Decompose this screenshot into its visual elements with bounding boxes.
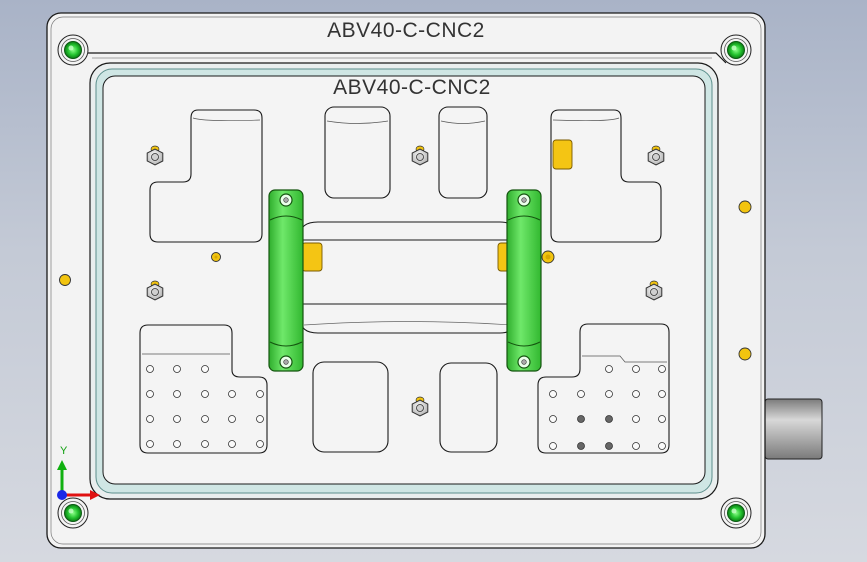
perforation-dot — [605, 365, 613, 373]
hex-nut[interactable] — [411, 396, 429, 417]
perforation-dot — [549, 415, 557, 423]
left-pin — [59, 274, 71, 286]
perforation-dot — [173, 390, 181, 398]
perforation-dot — [605, 415, 613, 423]
perforation-dot — [146, 415, 154, 423]
right-clamp[interactable] — [506, 189, 542, 372]
hex-nut[interactable] — [411, 145, 429, 166]
perforation-dot — [632, 390, 640, 398]
z-axis — [57, 490, 67, 500]
hex-nuts[interactable] — [146, 145, 665, 417]
perforation-dot — [577, 442, 585, 450]
perforation-dot — [256, 440, 264, 448]
perforation-dots-right — [549, 365, 666, 450]
perforation-dot — [549, 390, 557, 398]
left-clamp[interactable] — [268, 189, 304, 372]
right-pin-lower — [738, 347, 752, 361]
perforation-dot — [201, 440, 209, 448]
coordinate-triad: Y — [57, 445, 100, 500]
y-axis-label: Y — [60, 445, 68, 457]
hex-nut[interactable] — [146, 280, 164, 301]
locator-left — [301, 242, 323, 272]
screw-top-left[interactable] — [57, 34, 89, 66]
perforation-dot — [605, 442, 613, 450]
perforation-dot — [256, 415, 264, 423]
screw-bottom-left[interactable] — [57, 497, 89, 529]
perforation-dot — [632, 442, 640, 450]
perforation-dot — [201, 365, 209, 373]
perforation-dot — [577, 415, 585, 423]
inner-engraving: ABV40-C-CNC2 — [333, 76, 491, 99]
perforation-dot — [256, 390, 264, 398]
perforation-dot — [228, 415, 236, 423]
perforation-dot — [658, 415, 666, 423]
outer-engraving: ABV40-C-CNC2 — [327, 19, 485, 42]
perforation-dot — [173, 415, 181, 423]
nest-pocket[interactable] — [89, 62, 719, 500]
perforation-dot — [201, 390, 209, 398]
perforation-dot — [146, 440, 154, 448]
locator-top-right — [552, 139, 573, 170]
perforation-dot — [658, 365, 666, 373]
right-pin-upper — [738, 200, 752, 214]
hex-nut[interactable] — [146, 145, 164, 166]
small-pins[interactable] — [59, 200, 752, 361]
perforation-dot — [632, 365, 640, 373]
perforation-dot — [228, 390, 236, 398]
perforation-dot — [228, 440, 236, 448]
perforation-dot — [577, 390, 585, 398]
perforation-dot — [605, 390, 613, 398]
perforation-dot — [658, 442, 666, 450]
perforation-dot — [173, 440, 181, 448]
corner-screws[interactable] — [57, 34, 752, 529]
perforation-dot — [632, 415, 640, 423]
perforation-dot — [146, 390, 154, 398]
hex-nut[interactable] — [647, 145, 665, 166]
perforation-dot — [146, 365, 154, 373]
screw-top-right[interactable] — [720, 34, 752, 66]
pocket-cutouts — [139, 106, 670, 454]
perforation-dots-left — [146, 365, 264, 448]
perforation-dot — [549, 442, 557, 450]
perforation-dot — [658, 390, 666, 398]
screw-bottom-right[interactable] — [720, 497, 752, 529]
hex-nut[interactable] — [645, 280, 663, 301]
side-cylinder[interactable] — [764, 398, 823, 460]
perforation-dot — [201, 415, 209, 423]
perforation-dot — [173, 365, 181, 373]
